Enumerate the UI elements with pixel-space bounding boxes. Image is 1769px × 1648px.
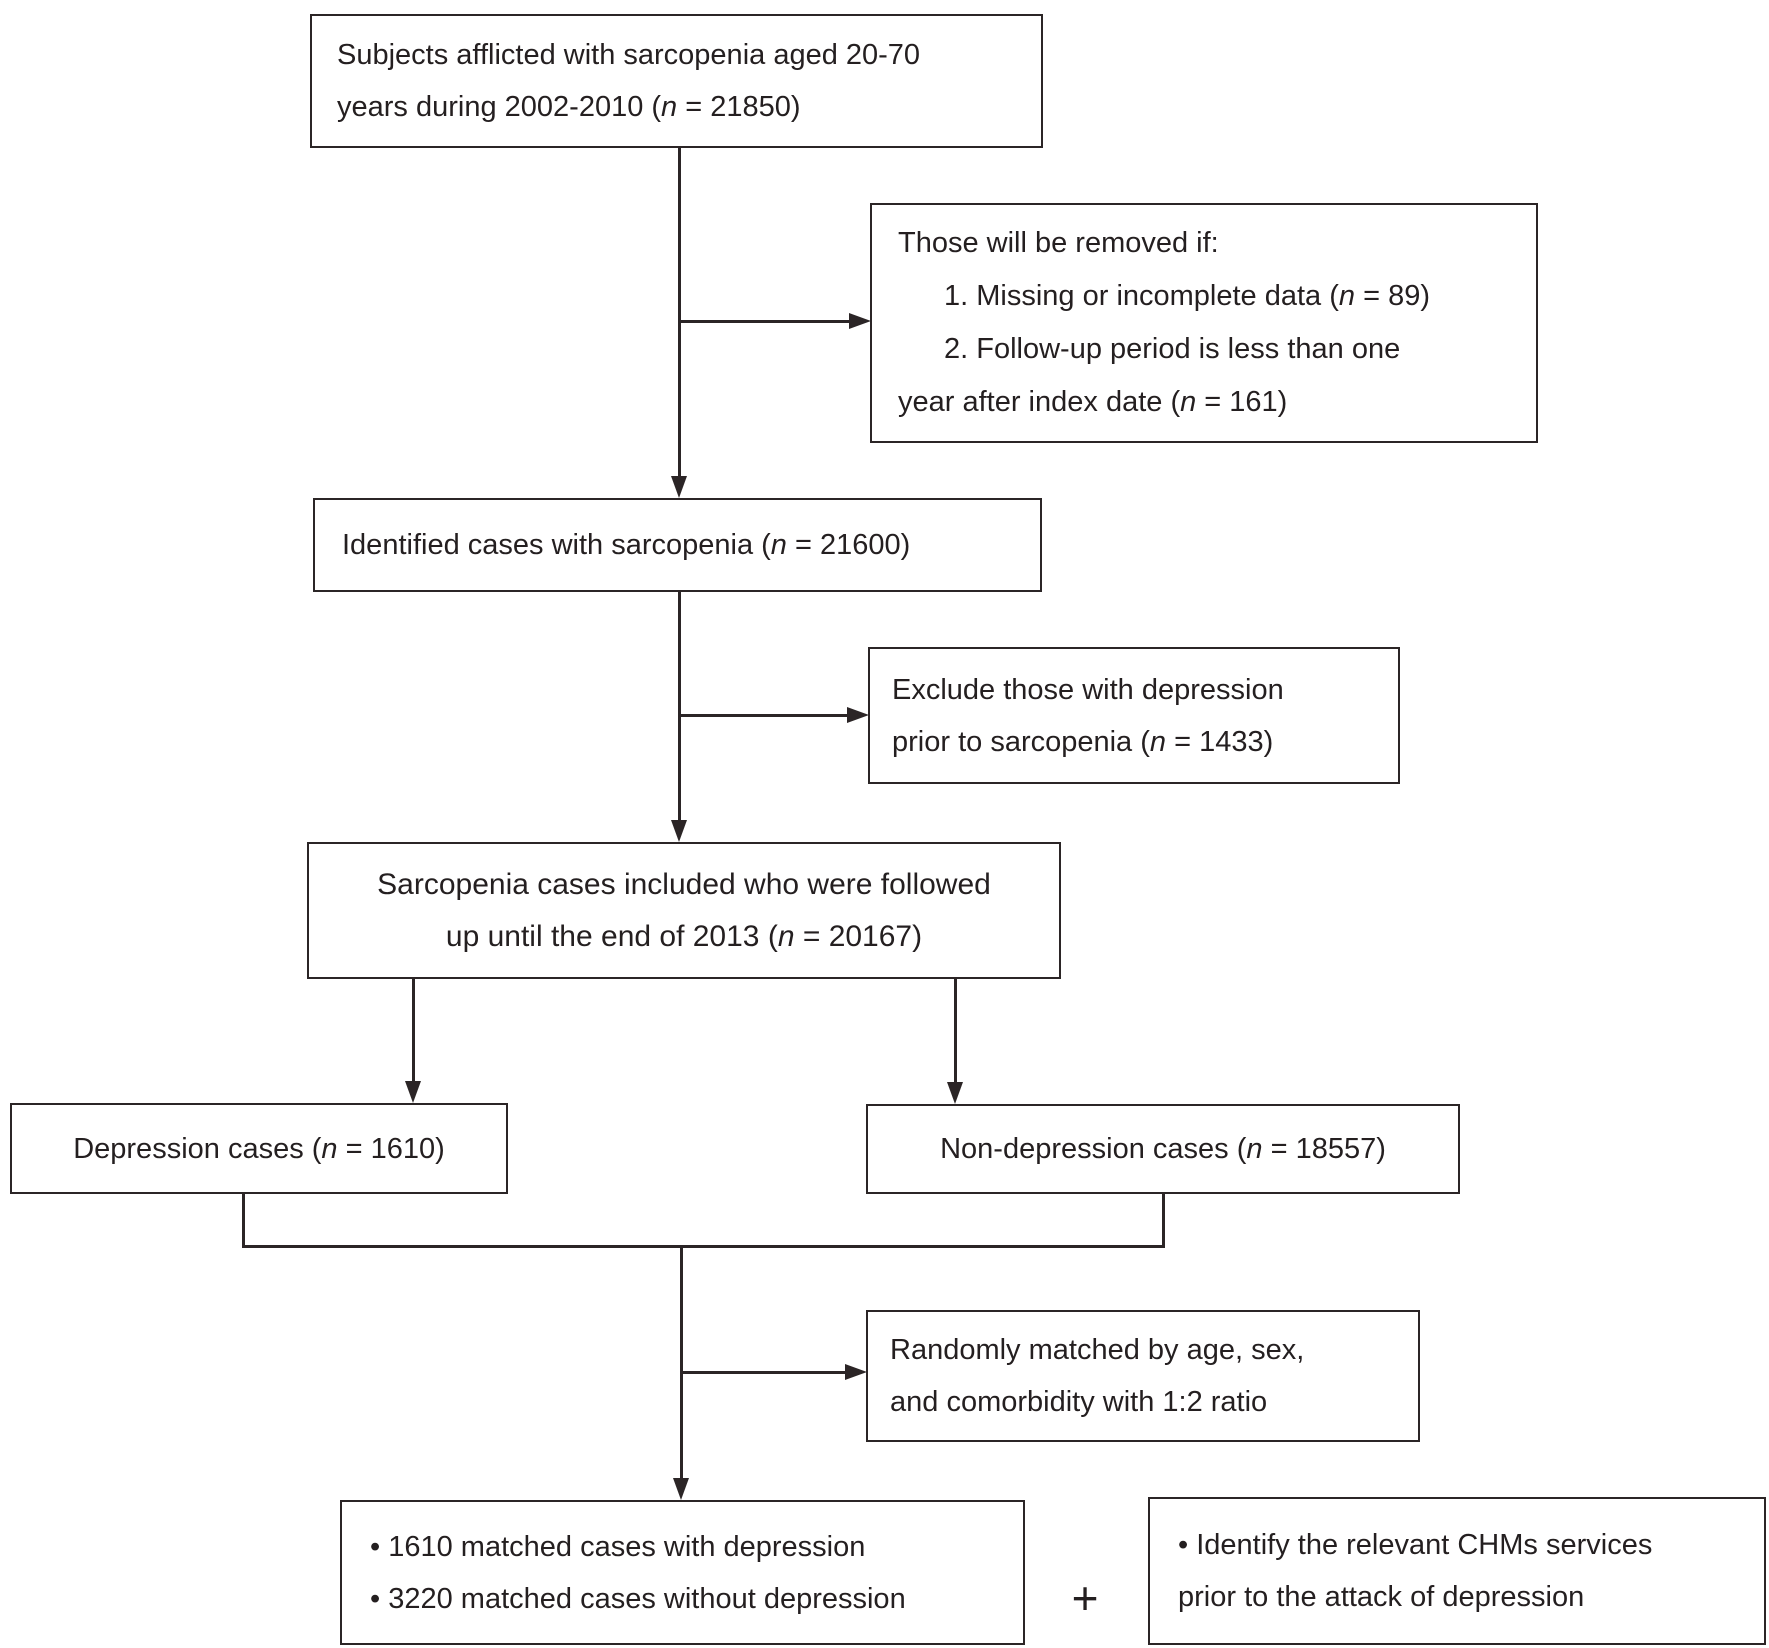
text-segment: up until the end of 2013 ( [445, 919, 778, 953]
connector-subjects-to-identified [678, 148, 681, 478]
text-segment: year after index date ( [898, 386, 1181, 418]
text-line: Depression cases (n = 1610) [12, 1123, 506, 1175]
text-segment: = 1433) [1166, 725, 1274, 758]
text-line: Randomly matched by age, sex, [890, 1324, 1404, 1376]
box-identified-cases: Identified cases with sarcopenia (n = 21… [313, 498, 1042, 592]
box-chm-services: • Identify the relevant CHMs services pr… [1148, 1497, 1766, 1645]
box-exclude-depression: Exclude those with depression prior to s… [868, 647, 1400, 784]
text-segment: = 21600) [786, 529, 911, 561]
text-segment: • Identify the relevant CHMs services [1178, 1529, 1653, 1561]
box-randomly-matched: Randomly matched by age, sex, and comorb… [866, 1310, 1420, 1442]
text-segment: 1. Missing or incomplete data ( [944, 280, 1339, 312]
connector-followed-to-non-depression [954, 979, 957, 1084]
text-line: • Identify the relevant CHMs services [1178, 1519, 1750, 1571]
text-segment: = 1610) [337, 1132, 445, 1165]
text-line: 1. Missing or incomplete data (n = 89) [898, 270, 1524, 323]
arrowhead-down-icon [671, 820, 687, 842]
arrowhead-right-icon [847, 707, 869, 723]
italic-n: n [1180, 386, 1197, 418]
text-line: Subjects afflicted with sarcopenia aged … [337, 29, 1027, 81]
italic-n: n [661, 91, 678, 123]
box-removal-criteria: Those will be removed if: 1. Missing or … [870, 203, 1538, 443]
text-line: Sarcopenia cases included who were follo… [309, 859, 1059, 911]
arrowhead-down-icon [405, 1081, 421, 1103]
text-line: • 1610 matched cases with depression [370, 1521, 1009, 1573]
text-segment: = 21850) [677, 91, 801, 123]
text-segment: • 1610 matched cases with depression [370, 1530, 866, 1563]
text-segment: Identified cases with sarcopenia ( [342, 529, 771, 561]
arrowhead-down-icon [947, 1082, 963, 1104]
connector-merge-line [242, 1245, 1165, 1248]
text-segment: = 20167) [794, 919, 923, 953]
text-line: Identified cases with sarcopenia (n = 21… [342, 519, 1026, 571]
text-line: years during 2002-2010 (n = 21850) [337, 81, 1027, 133]
connector-branch-removal [679, 320, 849, 323]
text-segment: 2. Follow-up period is less than one [944, 333, 1401, 365]
text-line: prior to the attack of depression [1178, 1571, 1750, 1623]
arrowhead-down-icon [671, 476, 687, 498]
text-segment: Depression cases ( [73, 1132, 322, 1165]
text-line: year after index date (n = 161) [898, 376, 1524, 429]
connector-non-depression-merge [1162, 1194, 1165, 1248]
box-depression-cases: Depression cases (n = 1610) [10, 1103, 508, 1194]
text-segment: Non-depression cases ( [940, 1133, 1247, 1165]
italic-n: n [1338, 280, 1356, 312]
box-subjects: Subjects afflicted with sarcopenia aged … [310, 14, 1043, 148]
text-segment: prior to the attack of depression [1178, 1581, 1585, 1613]
connector-depression-merge [242, 1194, 245, 1248]
text-segment: • 3220 matched cases without depression [370, 1582, 906, 1615]
text-line: 2. Follow-up period is less than one [898, 323, 1524, 376]
arrowhead-right-icon [845, 1364, 867, 1380]
text-segment: Subjects afflicted with sarcopenia aged … [337, 39, 921, 71]
box-matched-cases-result: • 1610 matched cases with depression • 3… [340, 1500, 1025, 1645]
arrowhead-down-icon [673, 1478, 689, 1500]
connector-followed-to-depression [412, 979, 415, 1083]
text-segment: years during 2002-2010 ( [337, 91, 662, 123]
text-segment: = 161) [1196, 386, 1288, 418]
connector-branch-exclude [679, 714, 847, 717]
text-segment: = 89) [1355, 280, 1431, 312]
text-segment: prior to sarcopenia ( [892, 725, 1150, 758]
text-segment: Sarcopenia cases included who were follo… [377, 867, 991, 901]
text-line: and comorbidity with 1:2 ratio [890, 1376, 1404, 1428]
text-line: Those will be removed if: [898, 217, 1524, 270]
box-non-depression-cases: Non-depression cases (n = 18557) [866, 1104, 1460, 1194]
italic-n: n [777, 919, 795, 953]
connector-branch-matched [681, 1371, 845, 1374]
text-line: prior to sarcopenia (n = 1433) [892, 716, 1384, 768]
arrowhead-right-icon [849, 313, 871, 329]
text-segment: Exclude those with depression [892, 673, 1284, 706]
plus-sign: + [1071, 1572, 1099, 1624]
text-line: Non-depression cases (n = 18557) [868, 1123, 1458, 1175]
italic-n: n [770, 529, 787, 561]
text-line: Exclude those with depression [892, 664, 1384, 716]
text-segment: and comorbidity with 1:2 ratio [890, 1386, 1268, 1418]
text-segment: Those will be removed if: [898, 227, 1219, 259]
italic-n: n [1149, 725, 1167, 758]
italic-n: n [1246, 1133, 1263, 1165]
text-segment: = 18557) [1262, 1133, 1386, 1165]
text-line: up until the end of 2013 (n = 20167) [309, 911, 1059, 963]
connector-merge-to-result [680, 1245, 683, 1480]
box-followed-cases: Sarcopenia cases included who were follo… [307, 842, 1061, 979]
connector-identified-to-followed [678, 592, 681, 822]
text-segment: Randomly matched by age, sex, [890, 1334, 1305, 1366]
italic-n: n [321, 1132, 338, 1165]
text-line: • 3220 matched cases without depression [370, 1573, 1009, 1625]
